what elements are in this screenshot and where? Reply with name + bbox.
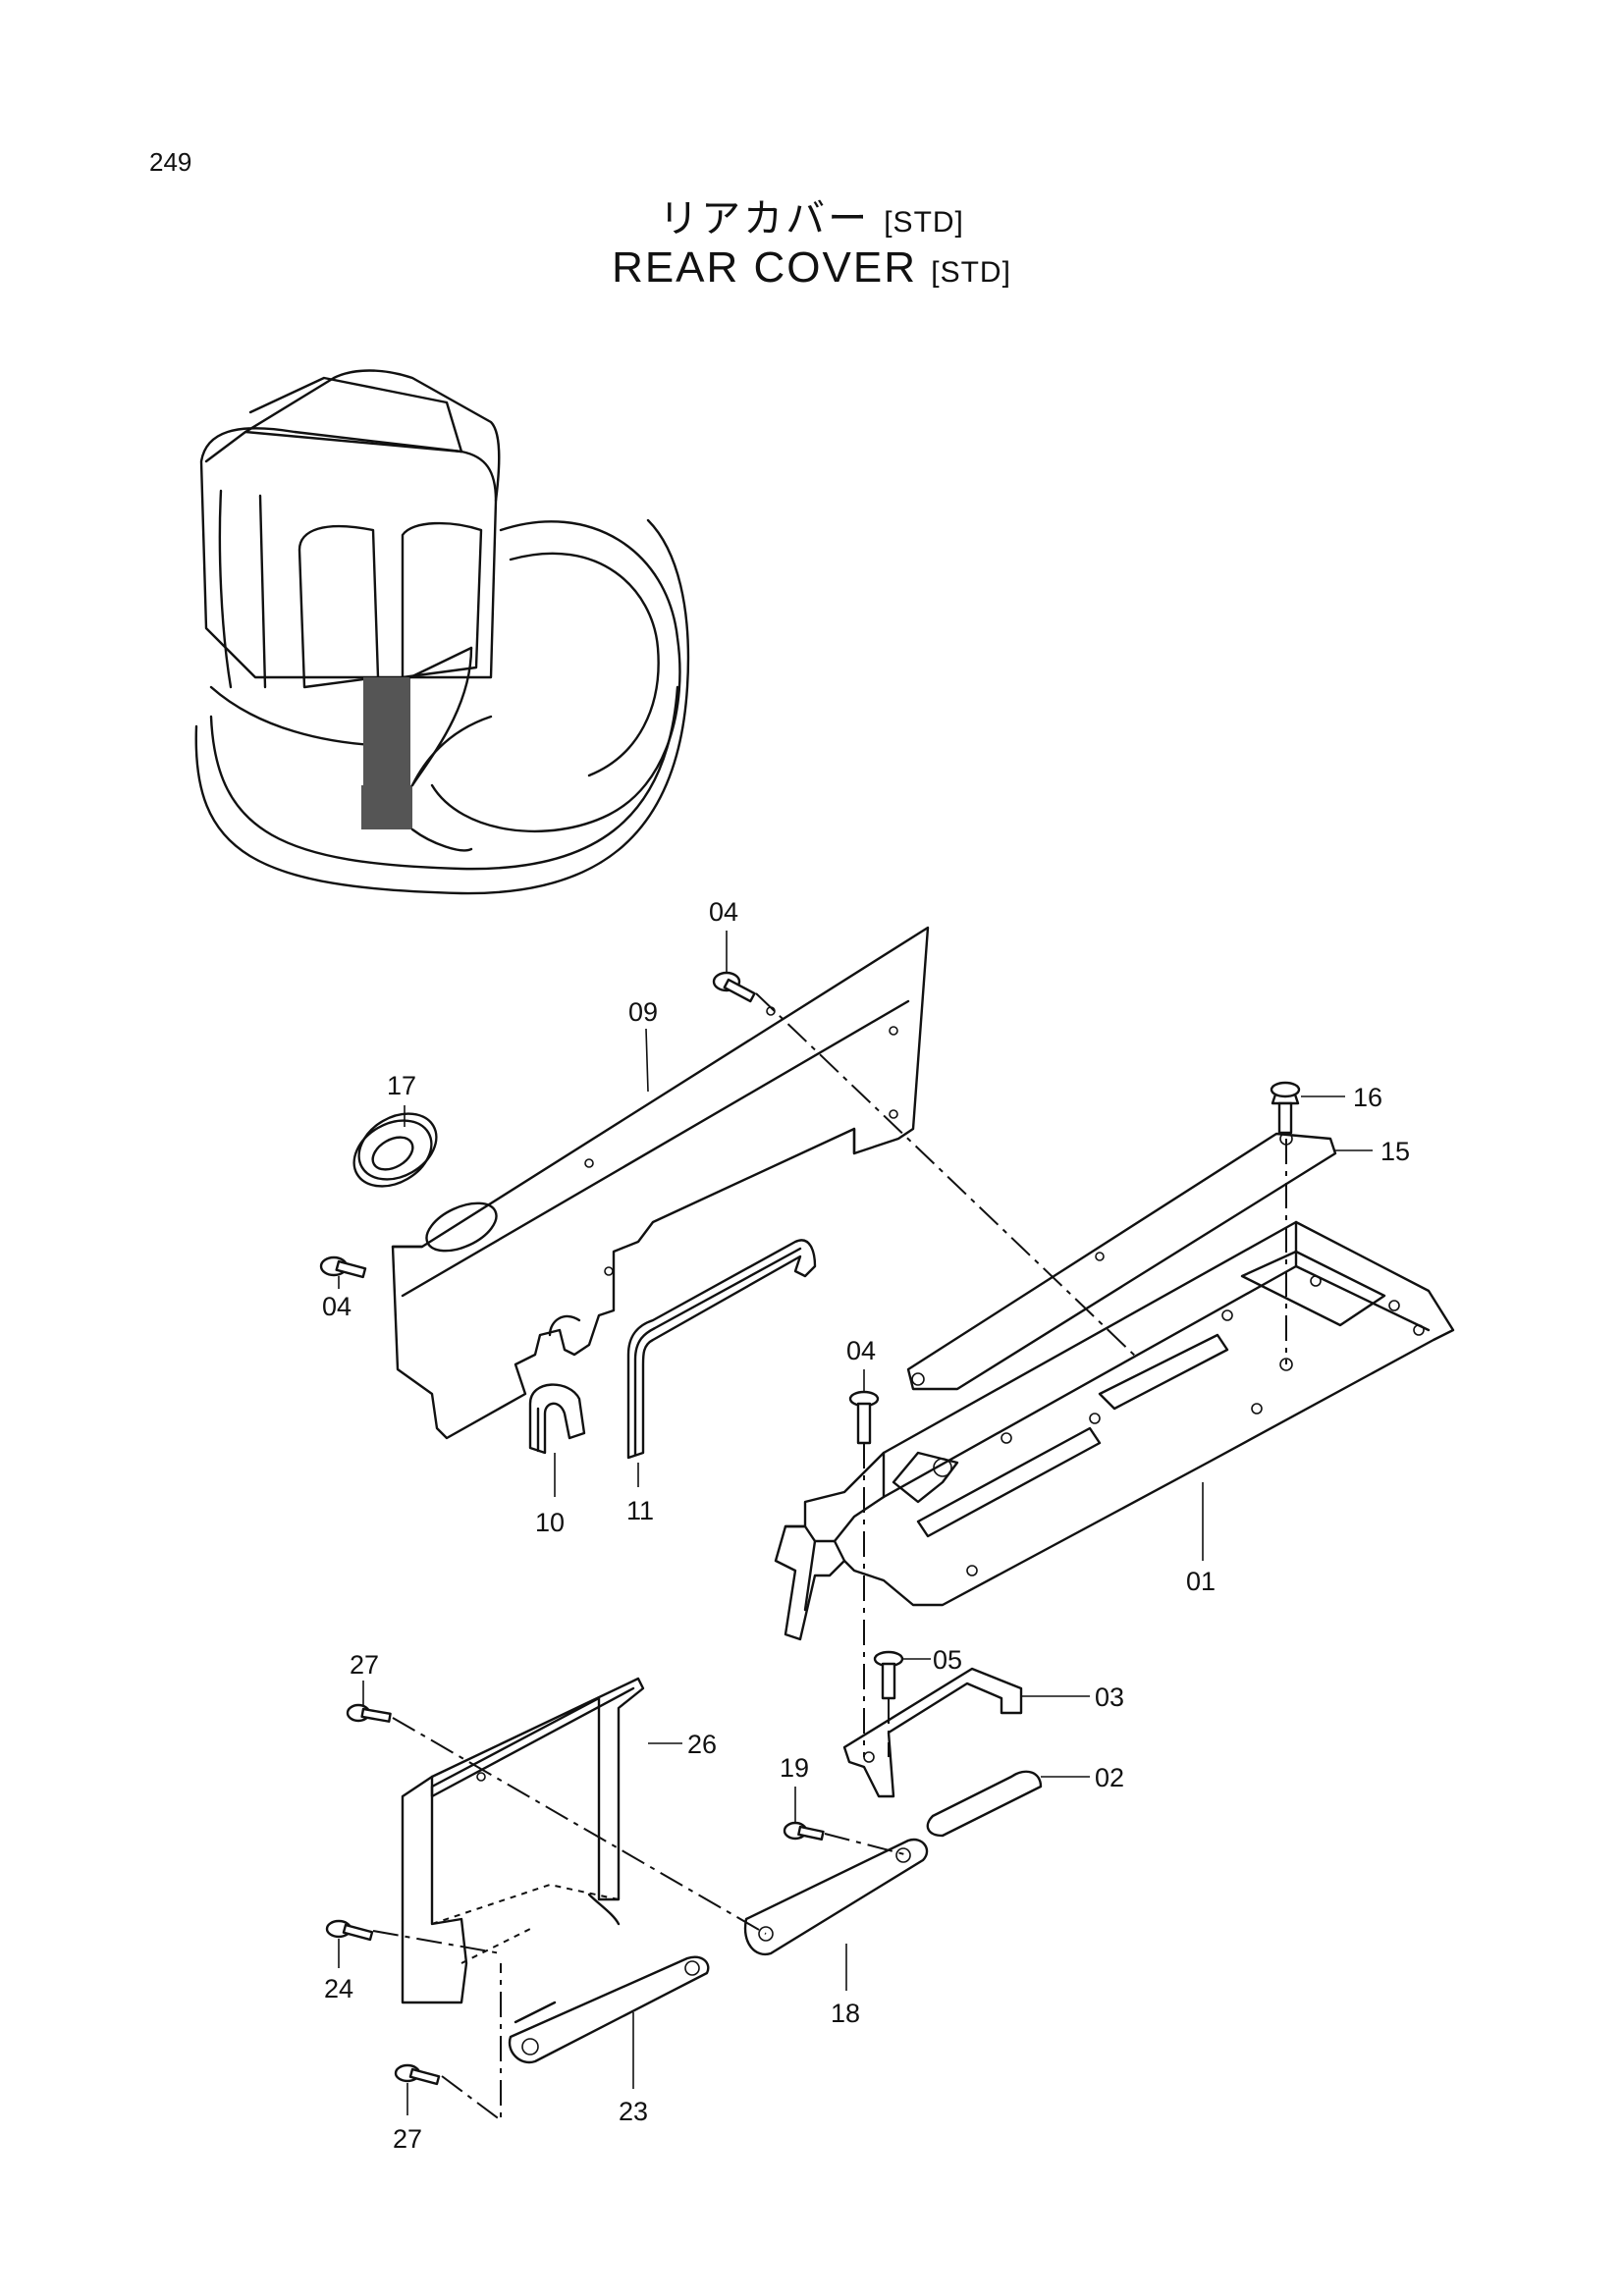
part-11-trim xyxy=(626,1239,817,1460)
callout-03: 03 xyxy=(1095,1682,1124,1712)
page-number: 249 xyxy=(149,147,192,177)
callout-04-center: 04 xyxy=(846,1336,876,1365)
part-23-bar xyxy=(508,1955,710,2064)
part-24-bolt xyxy=(325,1919,374,1942)
callout-labels: 04 09 17 16 15 04 04 10 11 01 27 05 03 2… xyxy=(322,897,1410,2154)
title-english-text: REAR COVER xyxy=(612,243,918,292)
title-japanese: リアカバー [STD] xyxy=(0,187,1623,243)
part-27-bolt-bottom xyxy=(394,2063,441,2086)
part-02-cover xyxy=(926,1770,1043,1838)
part-09-rear-panel xyxy=(391,926,930,1440)
title-japanese-text: リアカバー xyxy=(659,197,871,240)
title-english: REAR COVER [STD] xyxy=(0,243,1623,293)
callout-27-bottom: 27 xyxy=(393,2124,422,2154)
part-16-bolt xyxy=(1270,1081,1301,1135)
callout-09: 09 xyxy=(628,997,658,1027)
part-10-seal xyxy=(528,1383,586,1455)
callout-11: 11 xyxy=(626,1496,654,1525)
callout-24: 24 xyxy=(324,1974,353,2003)
part-26-bracket xyxy=(401,1677,645,2004)
part-27-bolt-top xyxy=(346,1703,392,1723)
callout-16: 16 xyxy=(1353,1083,1382,1112)
callout-04-left: 04 xyxy=(322,1292,352,1321)
callout-27-top: 27 xyxy=(350,1650,379,1680)
callout-15: 15 xyxy=(1380,1137,1410,1166)
part-04-bolt-left xyxy=(319,1255,367,1279)
callout-02: 02 xyxy=(1095,1763,1124,1792)
callout-04-top: 04 xyxy=(709,897,738,927)
callout-23: 23 xyxy=(619,2097,648,2126)
part-01-tray xyxy=(774,1220,1455,1641)
title-japanese-tag: [STD] xyxy=(884,206,964,239)
leader-lines xyxy=(338,931,1373,2115)
part-18-bar xyxy=(743,1838,929,1956)
part-05-bolt xyxy=(873,1650,904,1700)
part-17-grommet xyxy=(352,1112,438,1188)
callout-26: 26 xyxy=(687,1730,717,1759)
callout-05: 05 xyxy=(933,1645,962,1675)
part-19-bolt xyxy=(783,1821,825,1842)
callout-10: 10 xyxy=(535,1508,565,1537)
part-04-bolt-center xyxy=(848,1390,880,1445)
callout-17: 17 xyxy=(387,1071,416,1100)
alignment-lines xyxy=(372,992,1287,2122)
part-03-bracket xyxy=(842,1667,1023,1798)
part-04-bolt-top xyxy=(712,971,756,1003)
title-english-tag: [STD] xyxy=(931,256,1011,289)
callout-18: 18 xyxy=(831,1999,860,2028)
callout-19: 19 xyxy=(780,1753,809,1783)
excavator-overview xyxy=(194,369,690,895)
callout-01: 01 xyxy=(1186,1567,1216,1596)
